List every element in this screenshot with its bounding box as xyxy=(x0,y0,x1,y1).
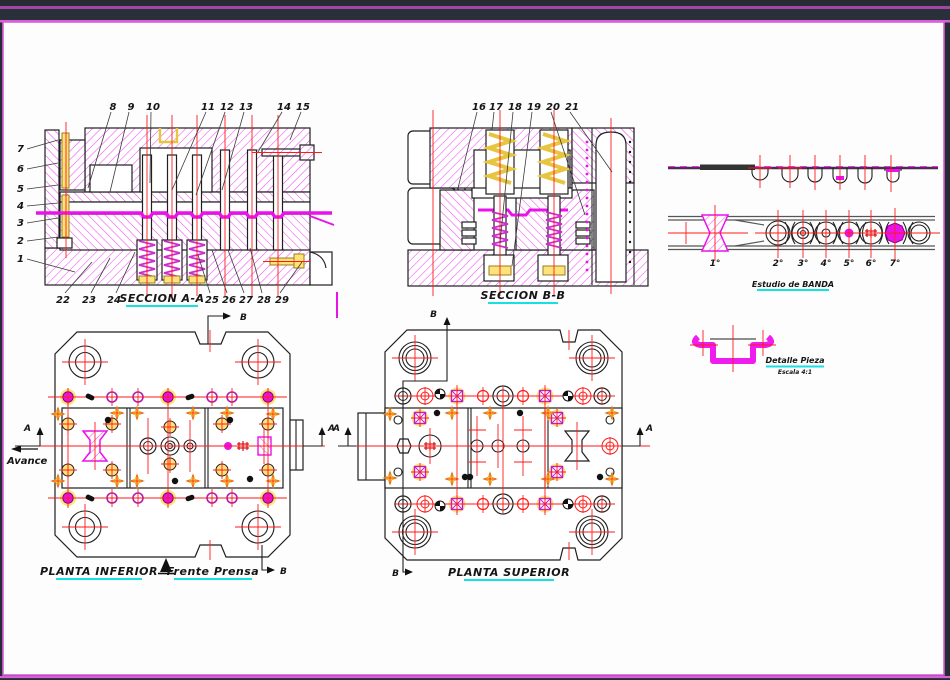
callout-21: 21 xyxy=(565,102,579,113)
detalle-escala: Escala 4:1 xyxy=(778,369,812,376)
detalle-pieza-title: Detalle Pieza xyxy=(765,356,824,365)
section-a-markers-superior: A A xyxy=(332,424,653,447)
banda-study-view: 1° 2° 3° 4° 5° 6° 7° Estudio de BANDA xyxy=(668,155,940,291)
section-b-markers-inferior: B B xyxy=(207,312,287,577)
callout-19: 19 xyxy=(527,102,541,113)
station-label-5: 5° xyxy=(844,259,855,269)
station-label-7: 7° xyxy=(890,259,901,269)
seccion-bb-title: SECCION B-B xyxy=(481,289,566,302)
station-label-2: 2° xyxy=(773,259,784,269)
callout-18: 18 xyxy=(508,102,522,113)
station-label-4: 4° xyxy=(820,259,832,269)
callout-11: 11 xyxy=(201,102,215,113)
section-b-line-superior: B B xyxy=(392,310,451,579)
planta-inferior-view: A A B B Avance PLANTA INFERIOR Frente Pr… xyxy=(6,312,335,580)
callout-17: 17 xyxy=(489,102,503,113)
callout-22: 22 xyxy=(56,295,70,306)
seccion-aa-title: SECCION A-A xyxy=(119,292,204,305)
callout-5: 5 xyxy=(17,184,24,195)
station-label-6: 6° xyxy=(866,259,877,269)
station-label-3: 3° xyxy=(798,259,809,269)
callout-1: 1 xyxy=(17,254,24,265)
callout-26: 26 xyxy=(222,295,236,306)
callout-10: 10 xyxy=(146,102,160,113)
callout-14: 14 xyxy=(277,102,291,113)
estudio-banda-title: Estudio de BANDA xyxy=(752,280,834,289)
callout-7: 7 xyxy=(17,144,24,155)
marker-a-left: A xyxy=(23,424,31,434)
planta-superior-title: PLANTA SUPERIOR xyxy=(448,566,570,579)
callout-28: 28 xyxy=(257,295,271,306)
planta-inferior-title: PLANTA INFERIOR xyxy=(40,565,158,578)
frente-prensa-label: Frente Prensa xyxy=(167,565,259,578)
callout-20: 20 xyxy=(546,102,560,113)
callout-12: 12 xyxy=(220,102,234,113)
marker-b-bottom: B xyxy=(392,569,399,579)
seccion-b-b-view: 16 17 18 19 20 21 SECCION B-B xyxy=(407,102,649,304)
detalle-pieza-view: Detalle Pieza Escala 4:1 xyxy=(690,325,825,376)
callout-13: 13 xyxy=(239,102,253,113)
callout-9: 9 xyxy=(128,102,135,113)
section-a-markers-inferior: A A xyxy=(15,424,335,447)
seccion-a-a-view: 8 9 10 11 12 13 14 15 7 6 5 4 3 2 1 22 2… xyxy=(16,102,338,318)
marker-b-top: B xyxy=(240,313,247,323)
avance-marker: Avance xyxy=(6,445,48,467)
marker-b-bottom: B xyxy=(280,567,287,577)
callout-24: 24 xyxy=(107,295,121,306)
callout-4: 4 xyxy=(16,201,24,212)
callout-8: 8 xyxy=(110,102,117,113)
planta-superior-view: B B A A PLANTA SUPERIOR xyxy=(332,310,653,581)
callout-27: 27 xyxy=(239,295,253,306)
callout-16: 16 xyxy=(472,102,486,113)
callout-2: 2 xyxy=(17,236,24,247)
marker-a-right: A xyxy=(327,424,335,434)
callout-leaders-a xyxy=(26,111,303,294)
callout-3: 3 xyxy=(17,218,24,229)
station-label-1: 1° xyxy=(710,259,721,269)
marker-a-right: A xyxy=(645,424,653,434)
callout-25: 25 xyxy=(205,295,219,306)
avance-label: Avance xyxy=(6,456,48,467)
callout-6: 6 xyxy=(17,164,24,175)
marker-a-left: A xyxy=(332,424,340,434)
callout-23: 23 xyxy=(82,295,96,306)
callout-29: 29 xyxy=(275,295,289,306)
callout-15: 15 xyxy=(296,102,310,113)
marker-b-top: B xyxy=(430,310,437,320)
ball-cage-dots xyxy=(585,140,589,272)
frente-prensa-arrow-icon xyxy=(160,558,172,572)
